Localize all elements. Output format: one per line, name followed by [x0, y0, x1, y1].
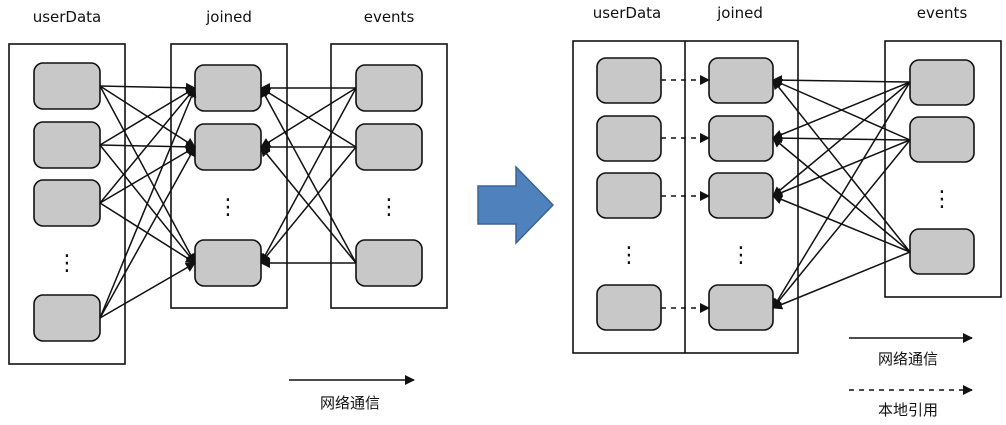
- right-events-node: [909, 228, 975, 275]
- transform-arrow: [477, 165, 555, 245]
- right-legend-network-label: 网络通信: [878, 350, 938, 368]
- network-edge: [772, 194, 911, 253]
- left-joined-node: [194, 64, 262, 112]
- right-events-node: [909, 59, 975, 106]
- left-events-container: [330, 43, 448, 309]
- right-joined-node: [708, 115, 774, 162]
- right-events-container: [884, 40, 1002, 298]
- network-edge: [260, 87, 357, 264]
- right-userdata-label: userData: [593, 4, 662, 22]
- right-userdata-node: [596, 284, 662, 331]
- network-edge: [99, 87, 196, 146]
- network-edge: [99, 87, 196, 204]
- network-edge: [772, 75, 911, 86]
- left-userdata-node: [33, 121, 101, 169]
- network-edge: [772, 139, 911, 198]
- left-events-node: [355, 123, 423, 171]
- right-events-to-joined-edges: [772, 75, 911, 310]
- left-events-ellipsis: ⋮: [378, 195, 400, 220]
- network-edge: [772, 79, 911, 253]
- left-events-label: events: [364, 8, 415, 26]
- network-edge: [772, 133, 911, 144]
- network-edge: [99, 262, 196, 319]
- right-joined-node: [708, 172, 774, 219]
- left-joined-nodes: [194, 64, 262, 287]
- left-events-to-joined-edges: [260, 83, 357, 268]
- left-userdata-nodes: [33, 62, 101, 342]
- left-joined-node: [194, 123, 262, 171]
- right-joined-node: [708, 57, 774, 104]
- left-joined-ellipsis: ⋮: [217, 195, 239, 220]
- right-events-node: [909, 116, 975, 163]
- left-userdata-node: [33, 62, 101, 110]
- left-userdata-node: [33, 294, 101, 342]
- left-events-node: [355, 239, 423, 287]
- left-joined-container: [170, 43, 288, 309]
- right-local-edges: [661, 75, 710, 313]
- network-edge: [99, 146, 196, 204]
- network-edge: [260, 146, 357, 264]
- network-edge: [772, 79, 911, 141]
- network-edge: [99, 146, 196, 319]
- left-events-node: [355, 64, 423, 112]
- left-userdata-to-joined-edges: [99, 82, 197, 319]
- right-joined-nodes: [708, 57, 774, 331]
- left-userdata-node: [33, 179, 101, 227]
- network-edge: [772, 251, 911, 310]
- right-legend-local-label: 本地引用: [878, 401, 938, 419]
- right-joined-ellipsis: ⋮: [730, 243, 752, 268]
- right-events-nodes: [909, 59, 975, 275]
- left-joined-node: [194, 239, 262, 287]
- left-events-nodes: [355, 64, 423, 287]
- right-joined-label: joined: [716, 4, 763, 22]
- right-userdata-node: [596, 115, 662, 162]
- right-events-label: events: [917, 4, 968, 22]
- left-legend-network-label: 网络通信: [320, 394, 380, 412]
- left-userdata-label: userData: [33, 8, 102, 26]
- right-events-ellipsis: ⋮: [931, 187, 953, 212]
- right-userdata-node: [596, 172, 662, 219]
- left-userdata-ellipsis: ⋮: [56, 251, 78, 276]
- right-joined-node: [708, 284, 774, 331]
- network-edge: [772, 137, 911, 253]
- network-edge: [99, 87, 197, 319]
- right-userdata-node: [596, 57, 662, 104]
- left-userdata-container: [8, 43, 126, 365]
- left-joined-label: joined: [205, 8, 252, 26]
- network-edge: [99, 82, 196, 93]
- right-userdata-nodes: [596, 57, 662, 331]
- right-userdata-ellipsis: ⋮: [618, 243, 640, 268]
- network-edge: [260, 87, 357, 148]
